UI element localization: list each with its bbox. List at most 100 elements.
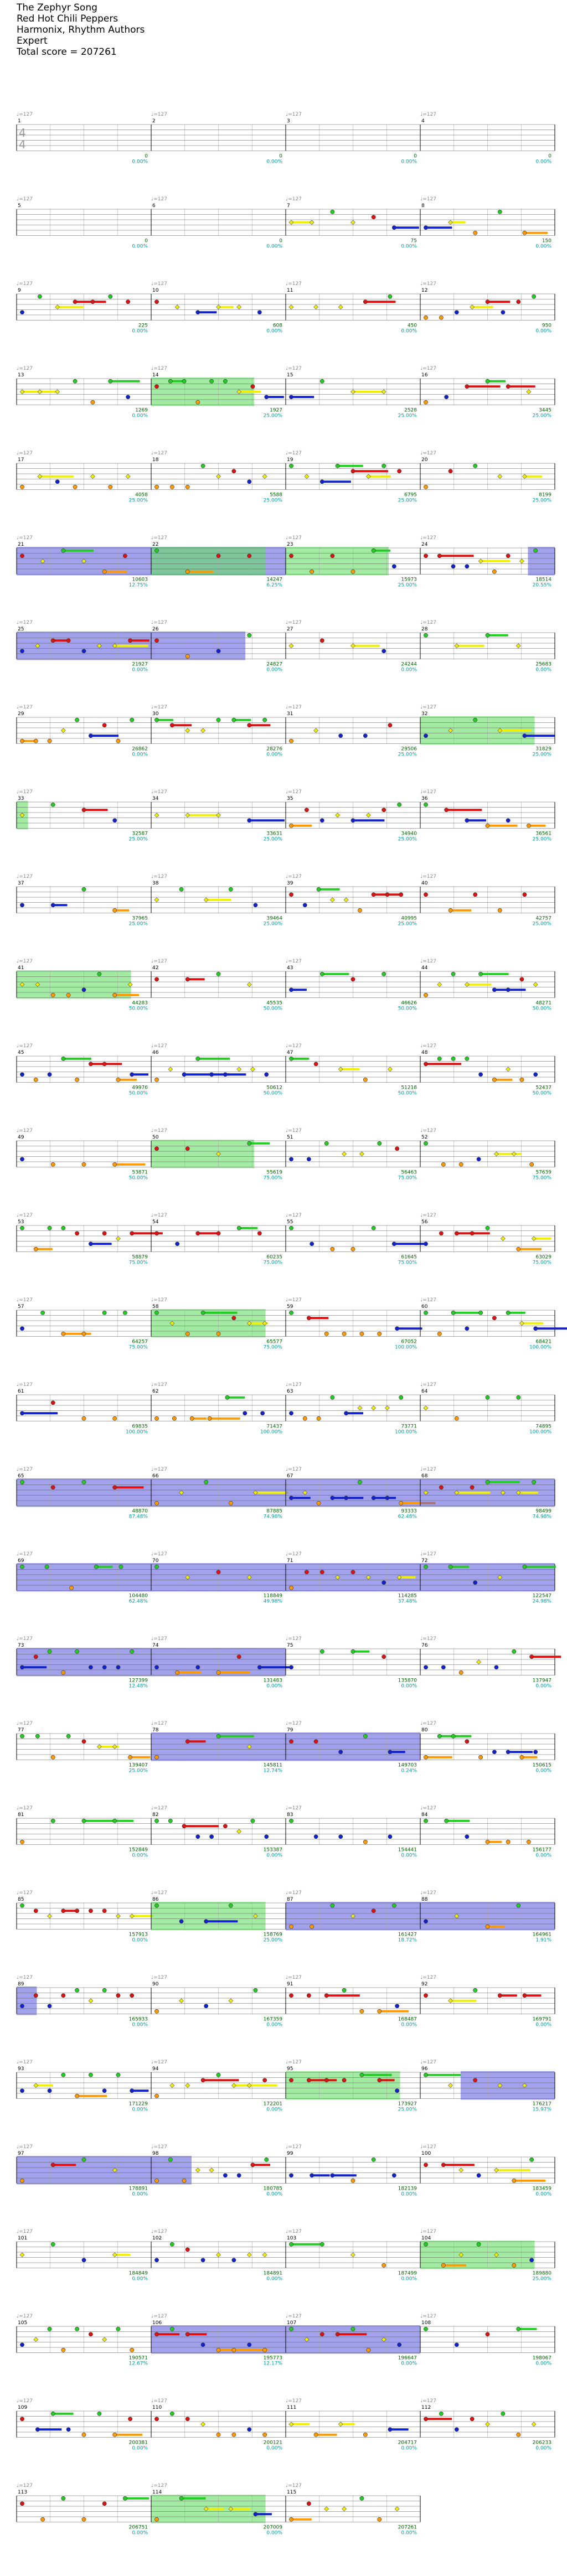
note-gem bbox=[289, 1056, 293, 1061]
note-gem bbox=[335, 813, 341, 818]
note-gem bbox=[154, 2009, 159, 2014]
note-gem bbox=[112, 643, 117, 649]
note-gem bbox=[494, 1665, 499, 1670]
note-gem bbox=[216, 717, 221, 722]
measure-number: 29 bbox=[18, 711, 24, 717]
note-gem bbox=[20, 1734, 24, 1739]
note-gem bbox=[359, 2009, 364, 2014]
note-gem bbox=[112, 1818, 117, 1823]
note-gem bbox=[262, 2078, 267, 2083]
measure-score: 31829 bbox=[535, 747, 551, 752]
tempo-label: ♩=127 bbox=[17, 112, 33, 117]
note-gem bbox=[231, 717, 236, 722]
note-gem bbox=[154, 384, 159, 389]
note-gem bbox=[228, 1998, 234, 2004]
note-gem bbox=[73, 299, 78, 304]
note-gem bbox=[319, 2242, 324, 2247]
note-gem bbox=[391, 1242, 396, 1246]
measure-score: 37965 bbox=[132, 916, 148, 922]
note-gem bbox=[395, 2004, 400, 2009]
tempo-label: ♩=127 bbox=[286, 620, 302, 625]
note-gem bbox=[289, 1310, 293, 1315]
note-gem bbox=[128, 1755, 133, 1760]
note-gem bbox=[388, 2427, 393, 2432]
note-gem bbox=[359, 1331, 364, 1336]
measure-number: 115 bbox=[287, 2490, 296, 2495]
note-gem bbox=[444, 808, 449, 813]
note-gem bbox=[47, 1913, 52, 1919]
note-gem bbox=[35, 982, 40, 987]
tempo-label: ♩=127 bbox=[286, 196, 302, 202]
note-gem bbox=[20, 903, 24, 908]
note-gem bbox=[448, 469, 453, 474]
tempo-label: ♩=127 bbox=[151, 1975, 167, 1980]
measure-percent: 25.00% bbox=[264, 922, 283, 927]
note-gem bbox=[516, 299, 521, 304]
tempo-label: ♩=127 bbox=[17, 1128, 33, 1134]
note-gem bbox=[33, 1246, 38, 1251]
note-gem bbox=[423, 1405, 429, 1411]
note-gem bbox=[485, 1480, 490, 1484]
measure-number: 61 bbox=[18, 1389, 24, 1394]
note-gem bbox=[424, 1141, 428, 1146]
tempo-label: ♩=127 bbox=[17, 1806, 33, 1811]
note-gem bbox=[424, 484, 428, 489]
note-gem bbox=[50, 1755, 55, 1760]
tempo-label: ♩=127 bbox=[420, 2314, 436, 2319]
note-gem bbox=[424, 1755, 428, 1760]
note-gem bbox=[154, 1564, 159, 1569]
measure-score: 46626 bbox=[401, 1001, 417, 1006]
note-gem bbox=[37, 474, 43, 479]
tempo-label: ♩=127 bbox=[151, 281, 167, 287]
note-gem bbox=[112, 908, 117, 913]
tempo-label: ♩=127 bbox=[17, 2314, 33, 2319]
star-power-region bbox=[286, 547, 389, 576]
note-gem bbox=[506, 987, 511, 992]
tempo-label: ♩=127 bbox=[151, 1806, 167, 1811]
measure-score: 150615 bbox=[533, 1763, 551, 1768]
measure-percent: 75.00% bbox=[533, 1176, 552, 1181]
measure-number: 104 bbox=[421, 2236, 431, 2241]
measure-number: 96 bbox=[421, 2066, 428, 2072]
note-gem bbox=[61, 1225, 66, 1230]
note-gem bbox=[424, 633, 428, 638]
note-gem bbox=[310, 569, 315, 574]
note-gem bbox=[441, 1665, 446, 1670]
tempo-label: ♩=127 bbox=[420, 1890, 436, 1896]
note-gem bbox=[179, 2496, 184, 2501]
note-gem bbox=[154, 484, 159, 489]
note-gem bbox=[506, 818, 511, 823]
note-gem bbox=[154, 1755, 159, 1760]
note-gem bbox=[533, 982, 538, 987]
note-gem bbox=[394, 2506, 400, 2512]
measure-score: 198067 bbox=[533, 2356, 551, 2361]
measure-number: 66 bbox=[152, 1473, 159, 1479]
measure-percent: 0.00% bbox=[401, 668, 417, 673]
note-gem bbox=[350, 220, 355, 225]
note-gem bbox=[66, 1734, 71, 1739]
tempo-label: ♩=127 bbox=[151, 789, 167, 795]
note-gem bbox=[485, 823, 490, 828]
note-gem bbox=[228, 2506, 234, 2512]
measure-score: 180785 bbox=[264, 2186, 282, 2192]
note-gem bbox=[363, 733, 368, 738]
note-gem bbox=[102, 723, 107, 728]
measure-number: 70 bbox=[152, 1558, 159, 1564]
measure-percent: 100.00% bbox=[529, 1345, 551, 1351]
note-gem bbox=[169, 1321, 175, 1326]
note-gem bbox=[102, 569, 107, 574]
measure-number: 58 bbox=[152, 1304, 159, 1310]
note-gem bbox=[200, 2342, 205, 2347]
measure-score: 118849 bbox=[264, 1594, 283, 1599]
note-gem bbox=[382, 2263, 386, 2268]
note-gem bbox=[330, 2173, 335, 2178]
note-gem bbox=[396, 1575, 402, 1580]
measure-percent: 50.00% bbox=[129, 1006, 148, 1012]
tempo-label: ♩=127 bbox=[17, 1213, 33, 1218]
note-gem bbox=[47, 1225, 52, 1230]
note-gem bbox=[324, 2506, 329, 2512]
note-gem bbox=[75, 2093, 80, 2098]
note-gem bbox=[88, 1242, 93, 1246]
note-gem bbox=[506, 1310, 511, 1315]
note-gem bbox=[33, 2083, 39, 2088]
